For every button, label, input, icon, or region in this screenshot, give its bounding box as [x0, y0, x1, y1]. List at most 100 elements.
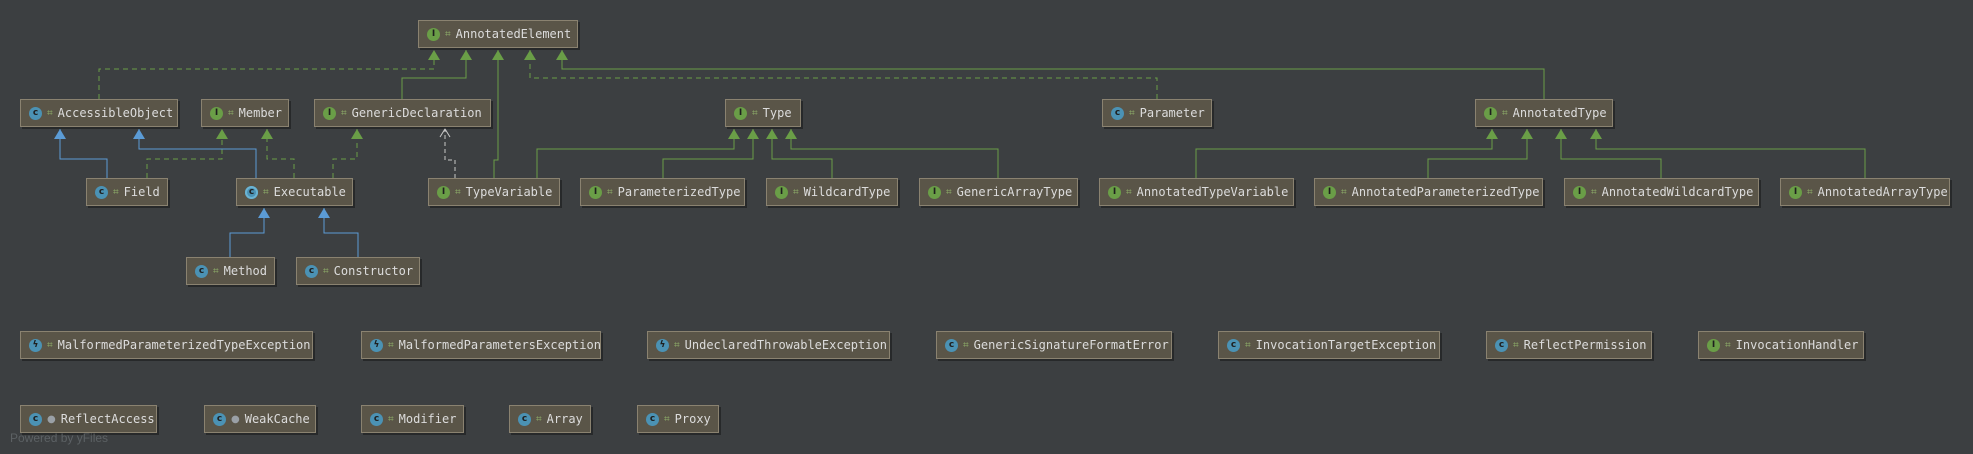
node-annotated-wildcard-type[interactable]: I ⌗ AnnotatedWildcardType	[1564, 178, 1759, 206]
public-visibility-icon: ⌗	[1591, 186, 1597, 198]
interface-icon: I	[1573, 185, 1586, 199]
edge-executable-to-member	[261, 129, 295, 178]
public-visibility-icon: ⌗	[455, 186, 461, 198]
node-label: Executable	[273, 185, 346, 199]
node-proxy[interactable]: c⌗Proxy	[637, 405, 719, 433]
public-visibility-icon: ⌗	[1129, 107, 1135, 119]
node-parameterized-type[interactable]: I⌗ParameterizedType	[580, 178, 745, 206]
public-visibility-icon: ⌗	[946, 186, 952, 198]
interface-icon: I	[1707, 338, 1720, 352]
node-malformed-parameterized-type-exception[interactable]: ϟ⌗MalformedParameterizedTypeException	[20, 331, 313, 359]
node-label: AnnotatedType	[1512, 106, 1607, 120]
node-label: AnnotatedWildcardType	[1601, 185, 1754, 199]
edge-annotatedtypevariable-to-annotatedtype	[1195, 129, 1498, 178]
public-visibility-icon: ⌗	[341, 107, 347, 119]
package-visibility-icon: ●	[231, 413, 240, 425]
interface-icon: I	[775, 185, 788, 199]
node-annotated-parameterized-type[interactable]: I⌗AnnotatedParameterizedType	[1314, 178, 1543, 206]
node-invocation-handler[interactable]: I⌗InvocationHandler	[1698, 331, 1864, 359]
interface-icon: I	[734, 106, 747, 120]
node-annotated-type-variable[interactable]: I⌗AnnotatedTypeVariable	[1099, 178, 1294, 206]
node-label: InvocationHandler	[1735, 338, 1859, 352]
node-field[interactable]: c⌗Field	[86, 178, 168, 206]
edge-genericdeclaration-to-annotatedelement	[401, 50, 472, 99]
interface-icon: I	[589, 185, 602, 199]
node-label: Method	[223, 264, 267, 278]
node-modifier[interactable]: c ⌗ Modifier	[361, 405, 464, 433]
interface-icon: I	[427, 27, 440, 41]
node-label: Proxy	[674, 412, 711, 426]
edge-field-to-accessibleobject	[54, 129, 108, 178]
node-label: WeakCache	[244, 412, 310, 426]
exception-class-icon: ϟ	[656, 338, 669, 352]
node-constructor[interactable]: c⌗Constructor	[296, 257, 420, 285]
node-method[interactable]: c⌗Method	[186, 257, 275, 285]
node-generic-declaration[interactable]: I⌗GenericDeclaration	[314, 99, 491, 127]
node-label: ReflectPermission	[1523, 338, 1647, 352]
node-type-variable[interactable]: I⌗TypeVariable	[428, 178, 560, 206]
node-annotated-element[interactable]: I⌗AnnotatedElement	[418, 20, 578, 48]
node-executable[interactable]: c⌗Executable	[236, 178, 353, 206]
node-array[interactable]: c⌗Array	[509, 405, 591, 433]
interface-icon: I	[1323, 185, 1336, 199]
node-label: Array	[546, 412, 583, 426]
public-visibility-icon: ⌗	[674, 339, 680, 351]
class-icon: c	[370, 412, 383, 426]
node-parameter[interactable]: c⌗Parameter	[1102, 99, 1212, 127]
node-generic-signature-format-error[interactable]: c⌗GenericSignatureFormatError	[936, 331, 1172, 359]
powered-by-footer: Powered by yFiles	[10, 431, 109, 445]
node-annotated-type[interactable]: I⌗AnnotatedType	[1475, 99, 1613, 127]
final-class-icon: c	[213, 412, 226, 426]
class-icon: c	[945, 338, 958, 352]
node-label: Member	[238, 106, 282, 120]
edge-field-to-member	[146, 129, 228, 178]
node-label: MalformedParameterizedTypeException	[57, 338, 311, 352]
public-visibility-icon: ⌗	[536, 413, 542, 425]
public-visibility-icon: ⌗	[1513, 339, 1519, 351]
edge-annotatedtype-to-annotatedelement	[556, 50, 1545, 99]
interface-icon: I	[437, 185, 450, 199]
final-class-icon: c	[305, 264, 318, 278]
public-visibility-icon: ⌗	[263, 186, 269, 198]
node-wildcard-type[interactable]: I⌗WildcardType	[766, 178, 898, 206]
edge-executable-to-accessibleobject	[133, 129, 257, 178]
node-label: ParameterizedType	[617, 185, 741, 199]
edge-genericarraytype-to-type	[785, 129, 999, 178]
public-visibility-icon: ⌗	[228, 107, 234, 119]
node-reflect-access[interactable]: c ● ReflectAccess	[20, 405, 157, 433]
public-visibility-icon: ⌗	[445, 28, 451, 40]
edge-wildcardtype-to-type	[766, 129, 833, 178]
node-label: Type	[762, 106, 792, 120]
node-label: AnnotatedTypeVariable	[1136, 185, 1289, 199]
node-generic-array-type[interactable]: I ⌗ GenericArrayType	[919, 178, 1078, 206]
final-class-icon: c	[1495, 338, 1508, 352]
public-visibility-icon: ⌗	[388, 413, 394, 425]
final-class-icon: c	[195, 264, 208, 278]
interface-icon: I	[928, 185, 941, 199]
class-icon: c	[29, 412, 42, 426]
node-label: ReflectAccess	[60, 412, 155, 426]
final-class-icon: c	[95, 185, 108, 199]
node-annotated-array-type[interactable]: I⌗AnnotatedArrayType	[1780, 178, 1950, 206]
node-weak-cache[interactable]: c ● WeakCache	[204, 405, 316, 433]
public-visibility-icon: ⌗	[1245, 339, 1251, 351]
node-malformed-parameters-exception[interactable]: ϟ⌗MalformedParametersException	[361, 331, 601, 359]
public-visibility-icon: ⌗	[752, 107, 758, 119]
node-label: GenericArrayType	[956, 185, 1073, 199]
public-visibility-icon: ⌗	[1807, 186, 1813, 198]
public-visibility-icon: ⌗	[1126, 186, 1132, 198]
node-label: Modifier	[398, 412, 457, 426]
interface-icon: I	[323, 106, 336, 120]
package-visibility-icon: ●	[47, 413, 56, 425]
node-type[interactable]: I ⌗ Type	[725, 99, 801, 127]
edge-method-to-executable	[229, 208, 270, 257]
class-icon: c	[646, 412, 659, 426]
node-reflect-permission[interactable]: c ⌗ ReflectPermission	[1486, 331, 1652, 359]
node-accessible-object[interactable]: c⌗AccessibleObject	[20, 99, 178, 127]
node-label: AccessibleObject	[57, 106, 174, 120]
node-member[interactable]: I⌗Member	[201, 99, 289, 127]
node-undeclared-throwable-exception[interactable]: ϟ⌗UndeclaredThrowableException	[647, 331, 890, 359]
public-visibility-icon: ⌗	[47, 107, 53, 119]
node-invocation-target-exception[interactable]: c⌗InvocationTargetException	[1218, 331, 1440, 359]
